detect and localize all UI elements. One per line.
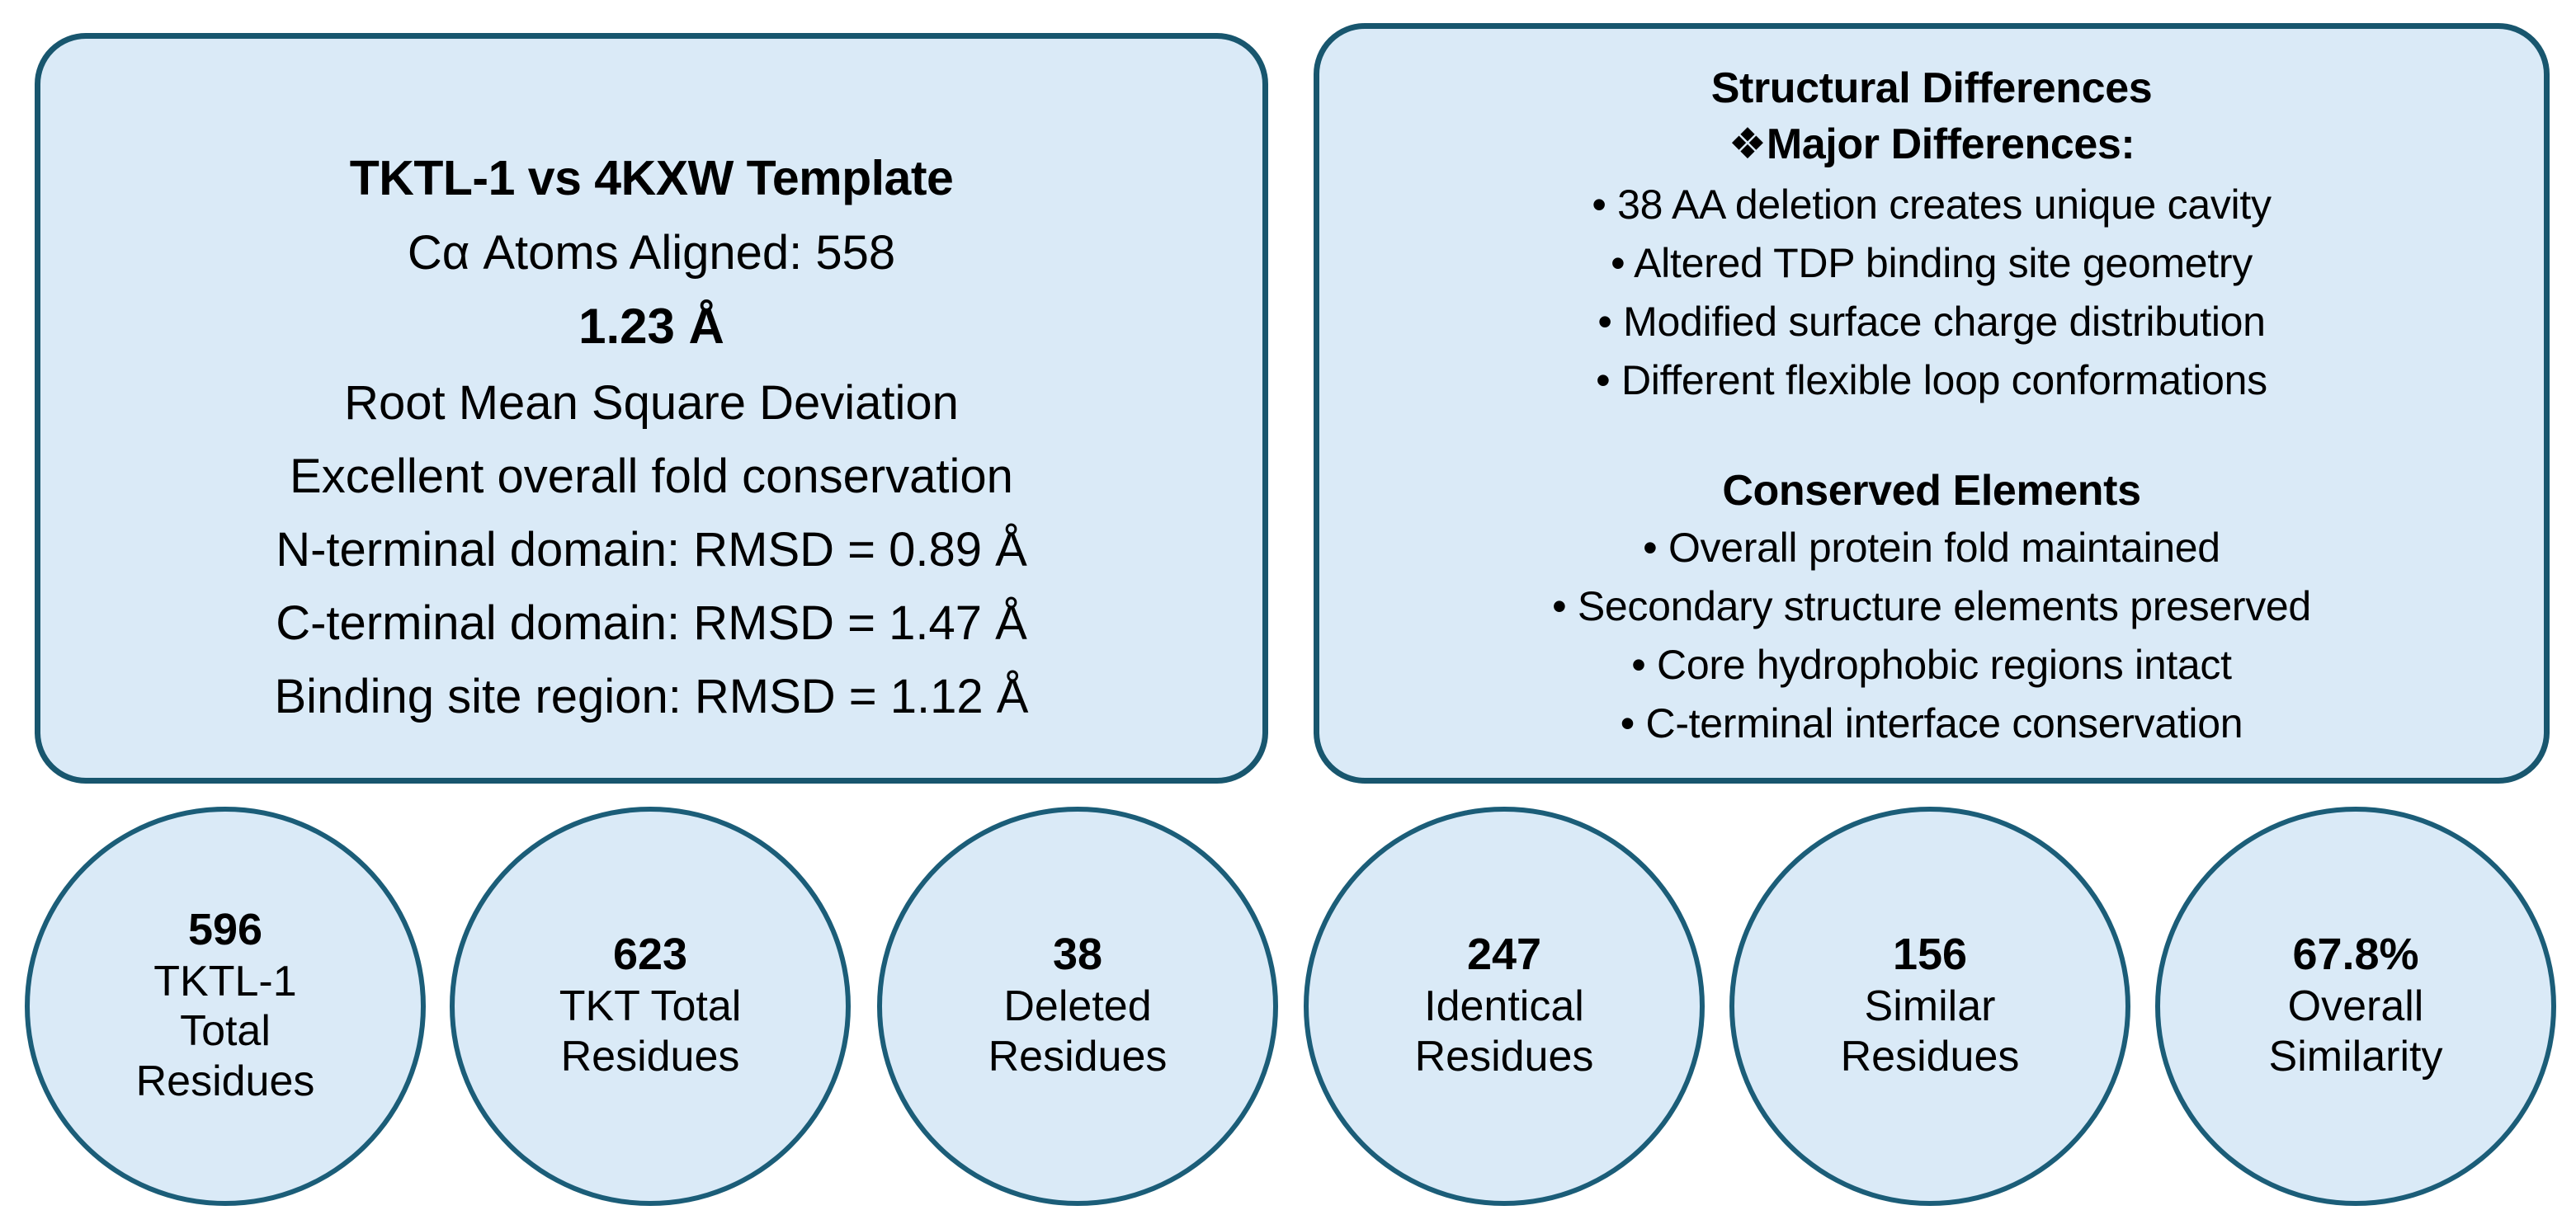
rmsd-value: 1.23 Å (578, 299, 724, 354)
c-terminal-rmsd: C-terminal domain: RMSD = 1.47 Å (276, 596, 1027, 650)
stat-label: TKTL-1 Total Residues (135, 958, 315, 1105)
atoms-aligned-text: Cα Atoms Aligned: 558 (407, 226, 896, 280)
conserved-element-item: • Overall protein fold maintained (1643, 525, 2220, 571)
stat-circle-tkt-total-residues: 623 TKT Total Residues (450, 807, 851, 1206)
stat-circle-identical-residues: 247 Identical Residues (1304, 807, 1705, 1206)
n-terminal-rmsd: N-terminal domain: RMSD = 0.89 Å (276, 523, 1027, 577)
stat-label: Similar Residues (1840, 982, 2020, 1081)
stat-value: 67.8% (2292, 930, 2419, 980)
fold-conservation-note: Excellent overall fold conservation (290, 450, 1013, 503)
conserved-element-item: • Core hydrophobic regions intact (1631, 642, 2232, 688)
stat-circle-similar-residues: 156 Similar Residues (1729, 807, 2130, 1206)
conserved-element-item: • C-terminal interface conservation (1620, 700, 2243, 746)
alignment-summary-panel: TKTL-1 vs 4KXW Template Cα Atoms Aligned… (35, 33, 1268, 784)
alignment-title: TKTL-1 vs 4KXW Template (349, 151, 954, 205)
statistics-row: 596 TKTL-1 Total Residues 623 TKT Total … (0, 807, 2576, 1219)
major-differences-label: ❖Major Differences: (1728, 120, 2135, 168)
stat-label: TKT Total Residues (559, 982, 742, 1081)
conserved-elements-heading: Conserved Elements (1722, 467, 2141, 515)
stat-circle-overall-similarity: 67.8% Overall Similarity (2155, 807, 2556, 1206)
rmsd-caption: Root Mean Square Deviation (344, 376, 959, 430)
stat-circle-deleted-residues: 38 Deleted Residues (877, 807, 1278, 1206)
stat-value: 247 (1466, 930, 1542, 980)
stat-label: Overall Similarity (2268, 982, 2443, 1081)
structural-differences-panel: Structural Differences ❖Major Difference… (1314, 23, 2550, 784)
major-difference-item: • 38 AA deletion creates unique cavity (1592, 181, 2272, 228)
major-difference-item: • Altered TDP binding site geometry (1611, 240, 2253, 286)
stat-value: 596 (187, 904, 263, 954)
stat-value: 38 (1052, 930, 1103, 980)
major-difference-item: • Modified surface charge distribution (1597, 299, 2266, 345)
stat-label: Identical Residues (1414, 982, 1594, 1081)
conserved-element-item: • Secondary structure elements preserved (1552, 583, 2311, 629)
binding-site-rmsd: Binding site region: RMSD = 1.12 Å (274, 670, 1029, 723)
structural-differences-heading: Structural Differences (1710, 64, 2153, 112)
stat-label: Deleted Residues (988, 982, 1168, 1081)
stat-circle-tktl1-total-residues: 596 TKTL-1 Total Residues (25, 807, 426, 1206)
stat-value: 156 (1892, 930, 1968, 980)
major-difference-item: • Different flexible loop conformations (1596, 357, 2267, 403)
stat-value: 623 (612, 930, 688, 980)
